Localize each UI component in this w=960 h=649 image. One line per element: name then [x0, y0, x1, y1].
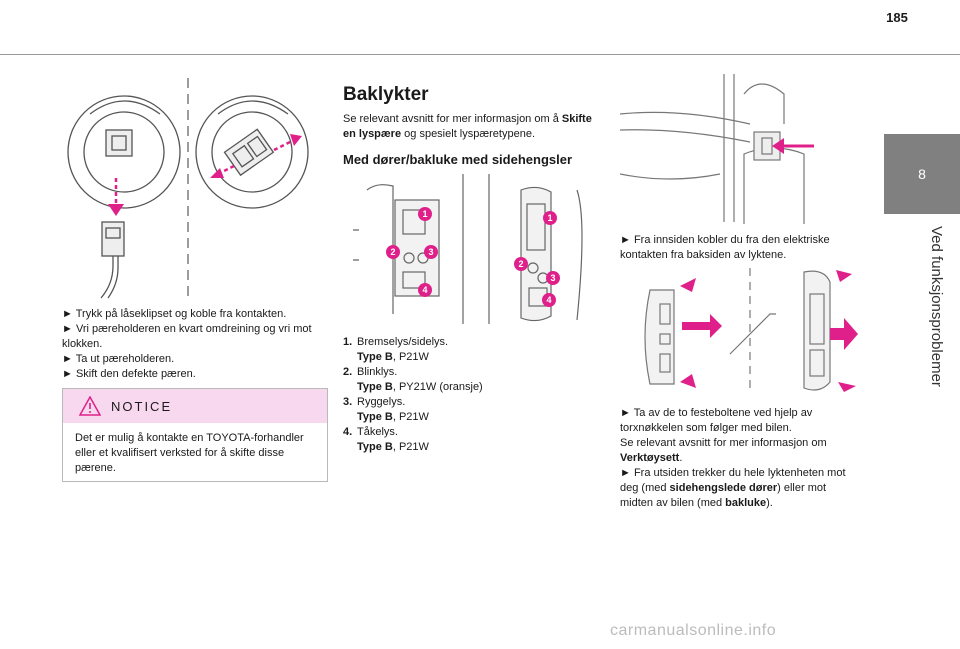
step-text: ► Vri pæreholderen en kvart omdreining o… [62, 323, 312, 350]
rear-light-bulb-positions-illustration: 1 2 3 4 1 2 3 4 [353, 174, 583, 324]
intro-text: Se relevant avsnitt for mer informasjon … [343, 113, 592, 140]
notice-title: NOTICE [111, 398, 173, 414]
callout-label: 2 [518, 259, 523, 269]
step-text: ► Skift den defekte pæren. [62, 368, 196, 380]
page-number: 185 [886, 10, 908, 25]
fog-lamp-bulb-removal-illustration [67, 78, 309, 300]
left-column: ► Trykk på låseklipset og koble fra kont… [62, 307, 328, 382]
step-text: ► Ta ut pæreholderen. [62, 353, 175, 365]
notice-header: NOTICE [63, 389, 327, 423]
intro-bold: Skifte en lyspære [343, 113, 592, 140]
header-rule [0, 54, 960, 55]
callout-label: 2 [390, 247, 395, 257]
middle-column-header: Baklykter Se relevant avsnitt for mer in… [343, 84, 605, 168]
list-item: 3. Ryggelys.Type B, P21W [343, 396, 429, 423]
lamp-removal-illustration [644, 268, 858, 394]
callout-label: 3 [428, 247, 433, 257]
connector-disconnect-illustration [620, 74, 814, 224]
ref-bold: Verktøysett [620, 452, 680, 464]
notice-box: NOTICE Det er mulig å kontakte en TOYOTA… [62, 388, 328, 482]
chapter-tab[interactable]: 8 [884, 134, 960, 214]
notice-text: Det er mulig å kontakte en TOYOTA-forhan… [75, 432, 304, 474]
warning-triangle-icon [79, 396, 101, 416]
chapter-title: Ved funksjonsproblemer [928, 226, 945, 387]
bulb-list: 1. Bremselys/sidelys.Type B, P21W 2. Bli… [343, 335, 605, 455]
list-item: 2. Blinklys.Type B, PY21W (oransje) [343, 366, 483, 393]
list-item: 1. Bremselys/sidelys.Type B, P21W [343, 336, 449, 363]
callout-label: 4 [546, 295, 551, 305]
callout-label: 3 [550, 273, 555, 283]
subsection-title: Med dører/bakluke med sidehengsler [343, 152, 573, 167]
list-item: 4. Tåkelys.Type B, P21W [343, 426, 429, 453]
right-step-1: ► Fra innsiden kobler du fra den elektri… [620, 234, 830, 261]
section-title: Baklykter [343, 84, 429, 105]
chapter-number: 8 [918, 166, 926, 182]
callout-label: 4 [422, 285, 427, 295]
step-text: ► Trykk på låseklipset og koble fra kont… [62, 308, 287, 320]
callout-label: 1 [422, 209, 427, 219]
callout-label: 1 [547, 213, 552, 223]
watermark: carmanualsonline.info [610, 622, 777, 639]
right-steps-2: ► Ta av de to festeboltene ved hjelp av … [620, 407, 846, 509]
